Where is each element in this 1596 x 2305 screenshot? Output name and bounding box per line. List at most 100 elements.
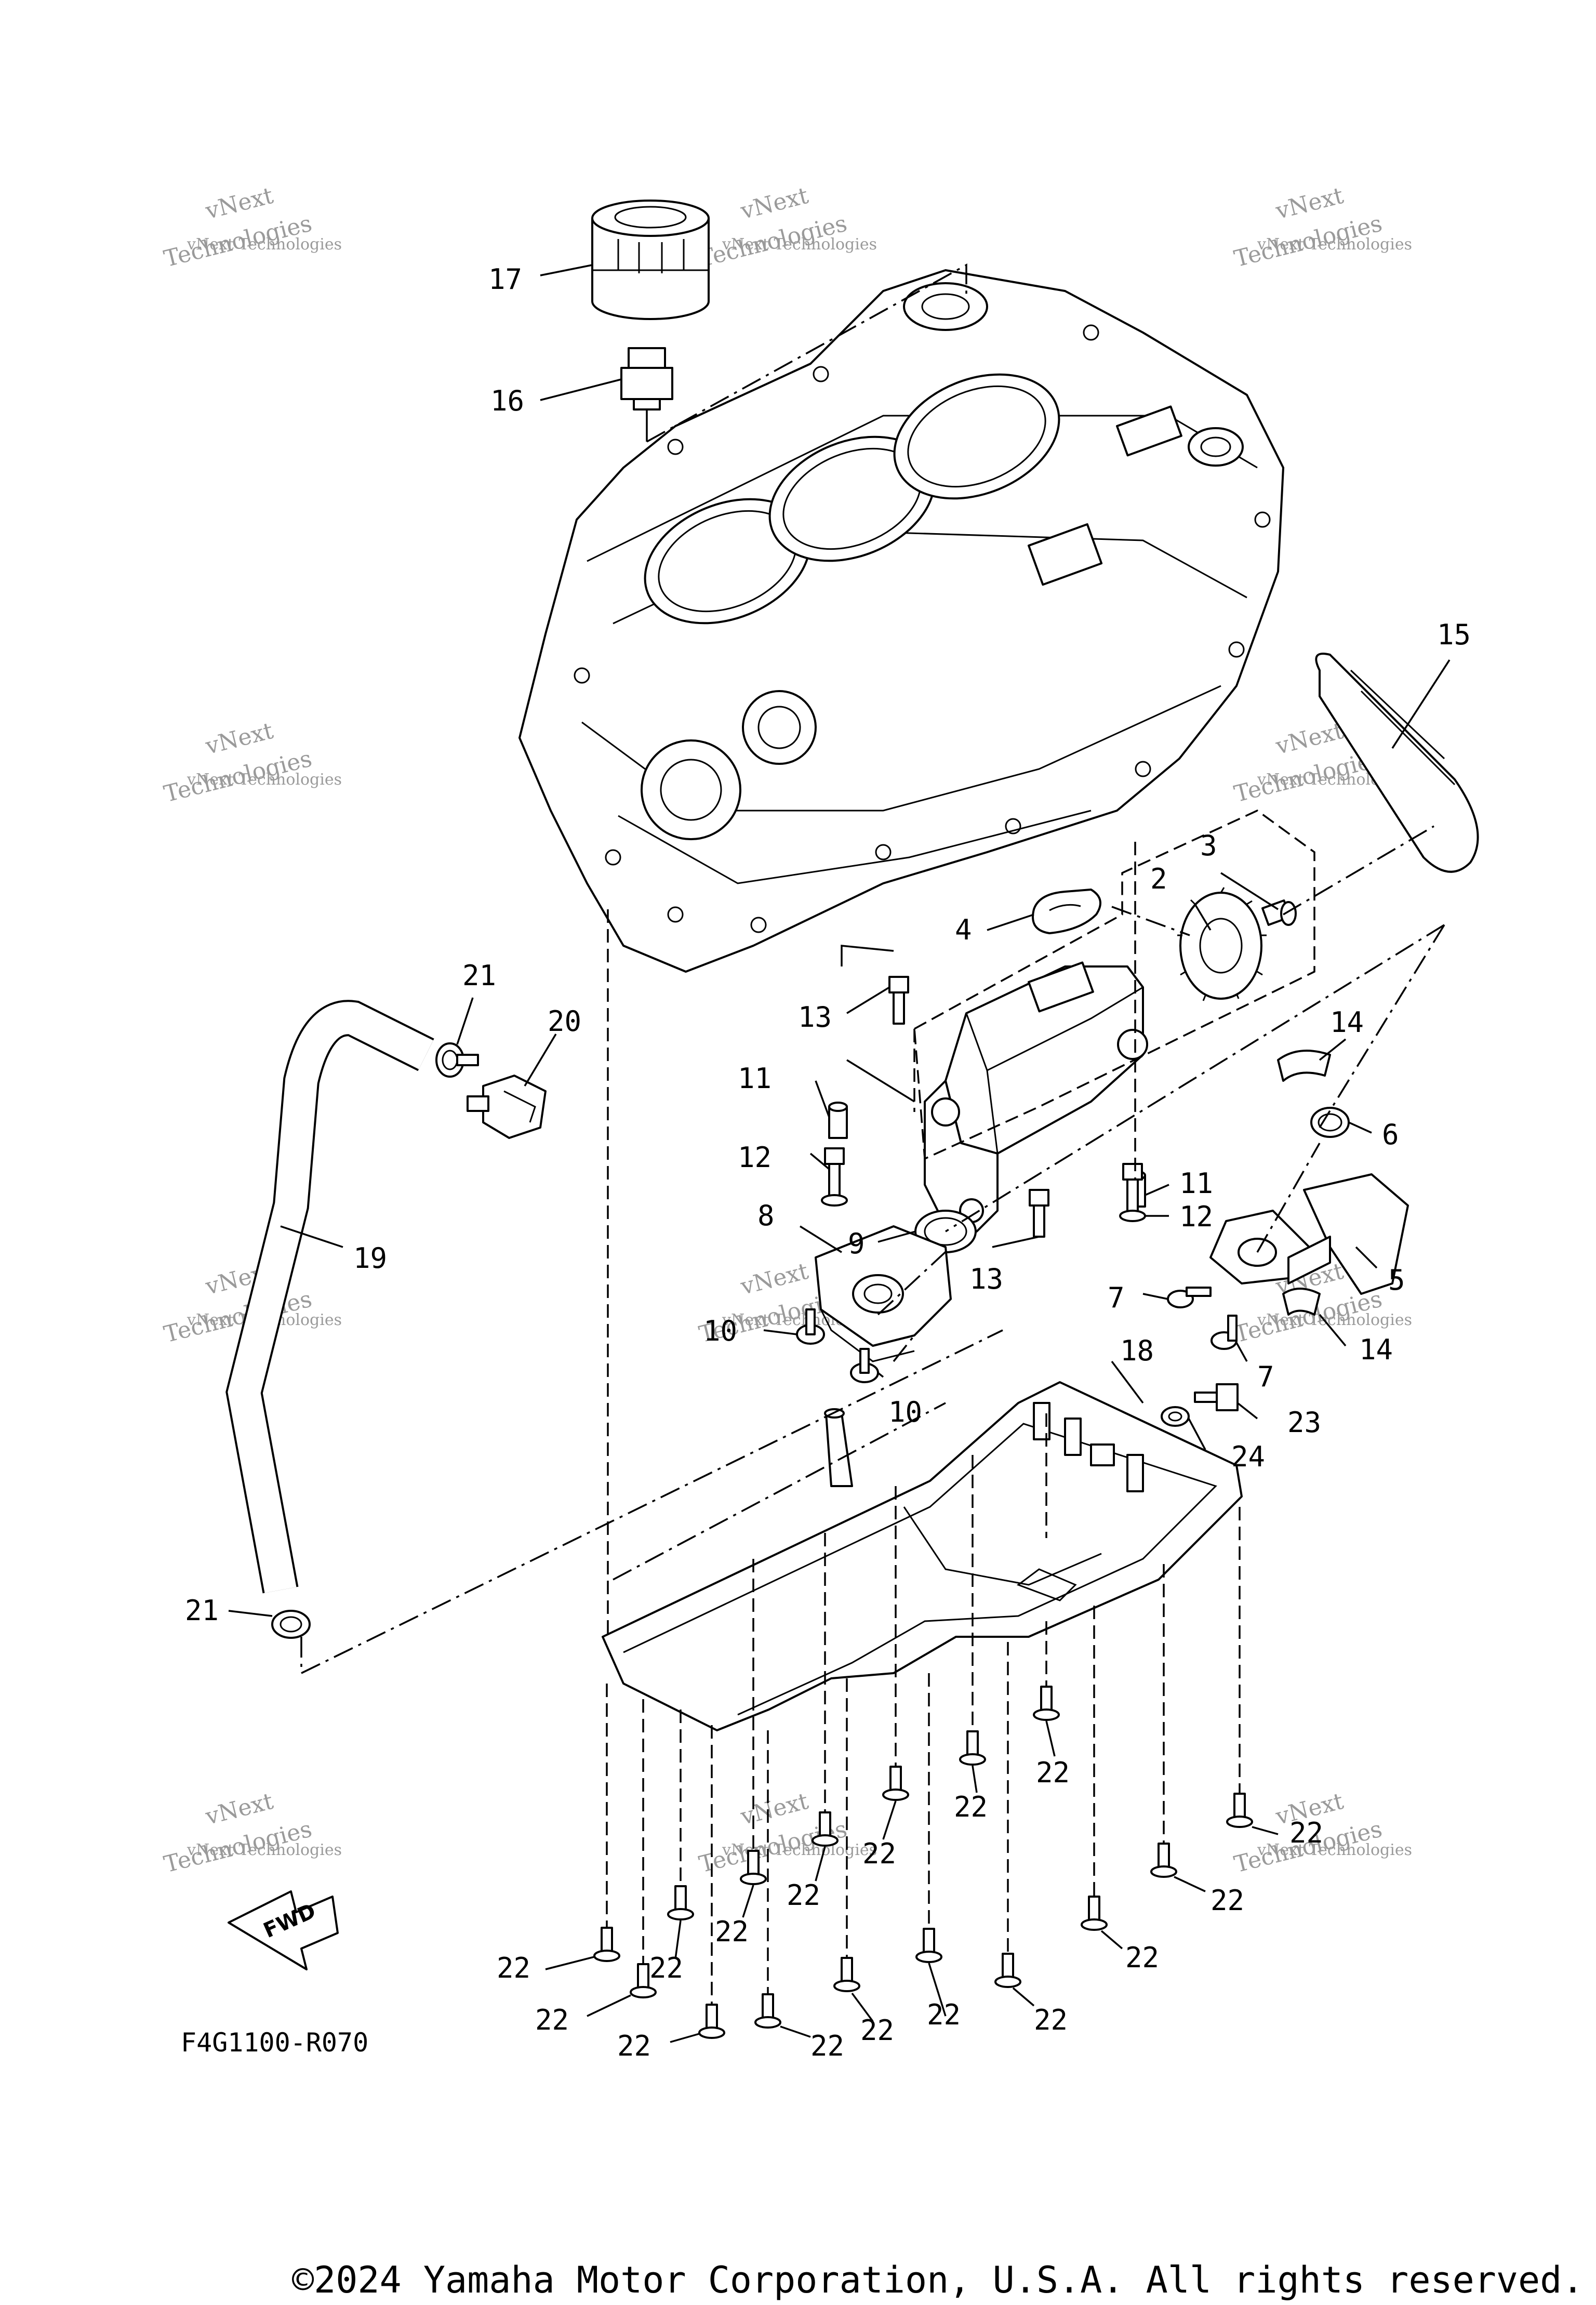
- callout-22: 22: [810, 2030, 844, 2062]
- callout-22: 22: [535, 2004, 569, 2036]
- callout-8: 8: [757, 1199, 775, 1232]
- callout-22: 22: [497, 1952, 530, 1984]
- bolt: [1119, 1163, 1146, 1222]
- assembly-lines: [300, 263, 1445, 2005]
- callout-22: 22: [954, 1791, 988, 1823]
- pan-bolt: [882, 1766, 909, 1801]
- watermark: vNext Technologies: [162, 1788, 315, 1878]
- oil-pan-bolts: [593, 1686, 1253, 2039]
- o-ring: [1310, 1107, 1350, 1138]
- svg-text:vNext: vNext: [738, 1788, 812, 1831]
- callout-21b: 21: [185, 1594, 219, 1627]
- pan-bolt: [959, 1730, 986, 1766]
- callout-11b: 11: [1179, 1167, 1213, 1200]
- oil-filter: [591, 200, 710, 320]
- hose-fitting: [467, 1075, 547, 1139]
- watermark: vNext Technologies: [162, 718, 315, 808]
- watermark-text: vNext Technologies: [1257, 1311, 1412, 1329]
- callout-2: 2: [1150, 863, 1167, 895]
- oil-pump-assembly: [924, 961, 1148, 1233]
- callout-14: 14: [1330, 1006, 1364, 1039]
- hose-clamp: [271, 1610, 311, 1639]
- breather-pipe: [824, 1408, 853, 1487]
- flange-bolt: [1167, 1287, 1212, 1308]
- callout-5: 5: [1388, 1264, 1405, 1296]
- watermark-text: vNext Technologies: [187, 235, 342, 254]
- copyright-notice: ©2024 Yamaha Motor Corporation, U.S.A. A…: [292, 2259, 1584, 2301]
- callout-7b: 7: [1257, 1360, 1274, 1393]
- pan-bolt: [740, 1850, 767, 1885]
- callout-22: 22: [1211, 1884, 1244, 1917]
- callout-10: 10: [703, 1315, 737, 1347]
- callout-14b: 14: [1359, 1333, 1393, 1366]
- watermark-text: vNext Technologies: [1257, 235, 1412, 254]
- flange-bolt: [850, 1348, 879, 1383]
- watermark: vNext Technologies: [162, 182, 315, 273]
- bolt: [1029, 1189, 1049, 1238]
- watermark-text: vNext Technologies: [722, 1841, 877, 1859]
- callout-21: 21: [462, 959, 496, 992]
- oil-pan: [602, 1381, 1243, 1731]
- callout-13b: 13: [969, 1263, 1003, 1295]
- watermark: vNext Technologies: [1232, 182, 1385, 273]
- callout-22: 22: [617, 2030, 651, 2062]
- pan-bolt: [915, 1928, 942, 1963]
- callout-22: 22: [1289, 1817, 1323, 1849]
- callout-15: 15: [1437, 618, 1471, 651]
- watermark-text: vNext Technologies: [722, 235, 877, 254]
- bolt: [888, 976, 909, 1025]
- callout-17: 17: [488, 263, 522, 296]
- hose-clamp: [435, 1042, 479, 1078]
- diagram-code: F4G1100-R070: [181, 2028, 368, 2058]
- pan-bolt: [833, 1957, 860, 1992]
- callout-22: 22: [787, 1879, 820, 1912]
- callout-19: 19: [353, 1242, 387, 1275]
- oil-strainer-housing: [815, 1225, 952, 1362]
- watermark-text: vNext Technologies: [187, 1841, 342, 1859]
- pan-bolt: [593, 1927, 620, 1962]
- timing-chain: [1315, 653, 1479, 873]
- callout-4: 4: [955, 913, 972, 946]
- callout-13: 13: [798, 1001, 832, 1034]
- callout-9: 9: [848, 1227, 865, 1260]
- pan-bolt: [698, 2004, 725, 2039]
- watermark: vNext Technologies: [697, 182, 850, 273]
- union-bolt: [620, 347, 673, 442]
- fwd-arrow-icon: FWD: [228, 1890, 339, 1970]
- flange-bolt: [1211, 1315, 1238, 1350]
- callout-22: 22: [649, 1952, 683, 1984]
- breather-hose: [225, 1000, 434, 1594]
- callouts: 2 3 4 5 6 7 7 8 9 10 10 11 11 12 12 13 1…: [185, 263, 1471, 2062]
- callout-22: 22: [1125, 1941, 1159, 1974]
- svg-text:vNext: vNext: [738, 1258, 812, 1301]
- callout-22: 22: [862, 1837, 896, 1870]
- pump-sprocket: [1177, 887, 1267, 1001]
- watermark-text: vNext Technologies: [1257, 1841, 1412, 1859]
- pan-bolt: [994, 1953, 1021, 1988]
- callout-24: 24: [1231, 1440, 1265, 1473]
- callout-7: 7: [1108, 1281, 1125, 1314]
- svg-text:vNext: vNext: [738, 182, 812, 225]
- callout-22: 22: [715, 1915, 749, 1948]
- pan-bolt: [1033, 1686, 1060, 1721]
- callout-22: 22: [927, 1998, 961, 2031]
- sprocket-bolt: [1261, 899, 1297, 926]
- bushing: [1277, 1050, 1331, 1082]
- callout-20: 20: [548, 1005, 581, 1038]
- drain-washer: [1161, 1406, 1190, 1427]
- svg-text:vNext: vNext: [203, 182, 276, 225]
- callout-6: 6: [1382, 1118, 1399, 1151]
- pan-bolt: [1150, 1843, 1177, 1878]
- callout-3: 3: [1200, 829, 1217, 862]
- pan-bolt: [667, 1885, 694, 1920]
- watermark-text: vNext Technologies: [187, 771, 342, 789]
- callout-23: 23: [1287, 1406, 1321, 1439]
- callout-22: 22: [860, 2014, 894, 2047]
- callout-11: 11: [738, 1062, 772, 1095]
- callout-12b: 12: [1179, 1200, 1213, 1233]
- pan-bolt: [1081, 1896, 1108, 1931]
- callout-18: 18: [1120, 1334, 1154, 1367]
- crankcase-upper: [518, 269, 1284, 973]
- svg-text:vNext: vNext: [203, 718, 276, 760]
